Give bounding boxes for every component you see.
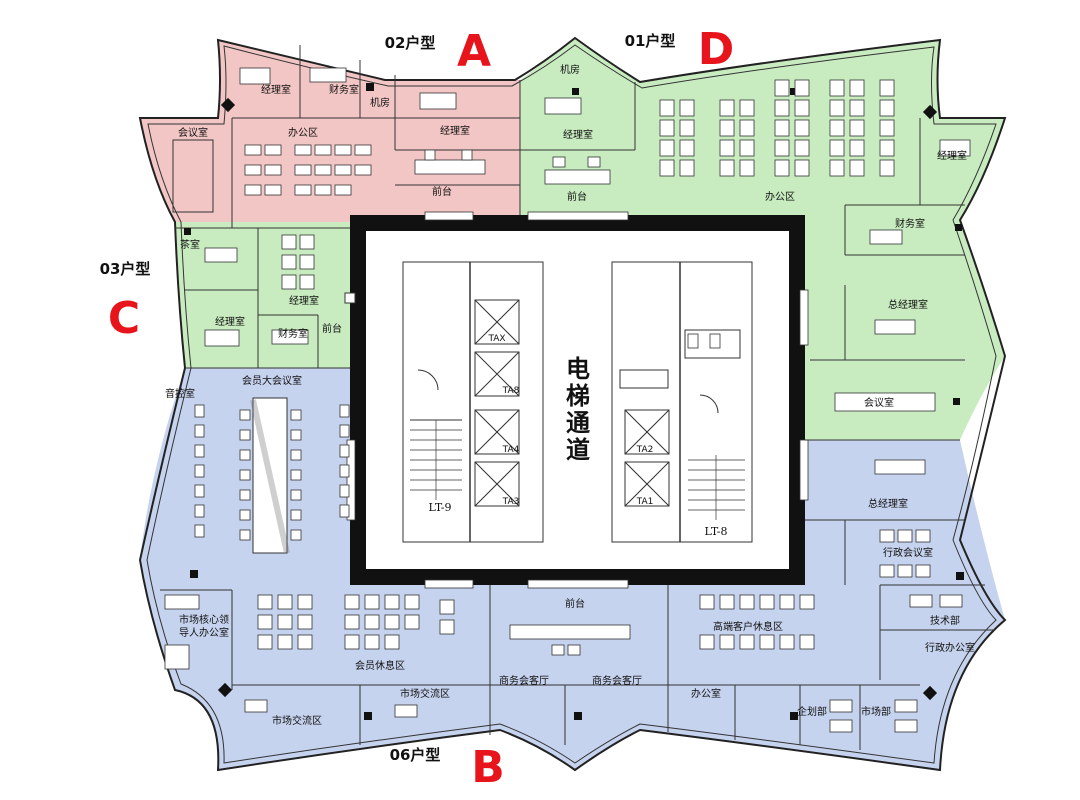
unit-type-d: 01户型 (625, 32, 676, 50)
unit-type-a: 02户型 (385, 34, 436, 52)
room-label-c-manager-1: 经理室 (289, 294, 319, 307)
room-label-b-office: 办公室 (691, 687, 721, 700)
room-label-b-control: 音控室 (165, 387, 195, 400)
core-label-4: 道 (566, 436, 590, 464)
room-label-d-manager-1: 经理室 (563, 128, 593, 141)
stair-label-1: LT-9 (428, 501, 451, 514)
room-label-a-office: 办公区 (288, 126, 318, 139)
core-label-2: 梯 (566, 382, 590, 410)
room-label-b-member-lounge: 会员休息区 (355, 659, 405, 672)
elevator-label-2: TA8 (502, 386, 520, 396)
unit-letter-a: A (457, 26, 491, 77)
room-label-d-reception: 前台 (567, 190, 587, 203)
room-label-a-meeting: 会议室 (178, 126, 208, 139)
room-label-c-finance: 财务室 (278, 327, 308, 340)
room-label-d-office: 办公区 (765, 190, 795, 203)
room-label-a-machine: 机房 (370, 96, 390, 109)
unit-letter-b: B (471, 742, 505, 793)
room-label-d-meeting: 会议室 (864, 396, 894, 409)
zone-d (520, 38, 1005, 440)
room-label-a-reception: 前台 (432, 185, 452, 198)
room-label-a-manager-2: 经理室 (440, 124, 470, 137)
room-label-b-admin-office: 行政办公室 (925, 641, 975, 654)
stair-label-2: LT-8 (704, 525, 727, 538)
room-label-d-gm: 总经理室 (888, 298, 928, 311)
room-label-b-biz-1: 商务会客厅 (499, 674, 549, 687)
unit-letter-d: D (698, 24, 735, 75)
room-label-d-finance: 财务室 (895, 217, 925, 230)
room-label-b-market-core-2: 导人办公室 (179, 626, 229, 639)
room-label-c-tea: 茶室 (180, 238, 200, 251)
core-label-1: 电 (566, 355, 590, 383)
room-label-b-biz-2: 商务会客厅 (592, 674, 642, 687)
elevator-label-5: TA2 (636, 445, 654, 455)
room-label-b-market-core-1: 市场核心领 (179, 613, 229, 626)
room-label-b-plan: 企划部 (797, 705, 827, 718)
elevator-label-4: TA3 (502, 497, 520, 507)
room-label-b-reception: 前台 (565, 597, 585, 610)
elevator-label-3: TA4 (502, 445, 520, 455)
unit-letter-c: C (108, 293, 140, 344)
room-label-d-manager-2: 经理室 (937, 149, 967, 162)
elevator-label-6: TA1 (636, 497, 654, 507)
zone-a (140, 40, 520, 228)
room-label-b-tech: 技术部 (930, 614, 960, 627)
room-label-c-reception: 前台 (322, 322, 342, 335)
room-label-b-gm: 总经理室 (868, 497, 908, 510)
zone-c (175, 222, 350, 368)
zone-b (140, 368, 1005, 770)
elevator-label-1: TAX (487, 334, 505, 344)
room-label-b-market-ex-2: 市场交流区 (400, 687, 450, 700)
room-label-a-manager-1: 经理室 (261, 83, 291, 96)
room-label-b-market: 市场部 (861, 705, 891, 718)
room-label-d-machine: 机房 (560, 63, 580, 76)
room-label-b-market-ex-1: 市场交流区 (272, 714, 322, 727)
room-label-c-manager-2: 经理室 (215, 315, 245, 328)
room-label-b-admin-meeting: 行政会议室 (883, 546, 933, 559)
unit-type-b: 06户型 (390, 746, 441, 764)
room-label-a-finance: 财务室 (329, 83, 359, 96)
core-label-3: 通 (566, 409, 590, 437)
room-label-b-big-meeting: 会员大会议室 (242, 374, 302, 387)
unit-type-c: 03户型 (100, 260, 151, 278)
room-label-b-vip-lounge: 高端客户休息区 (713, 620, 783, 633)
